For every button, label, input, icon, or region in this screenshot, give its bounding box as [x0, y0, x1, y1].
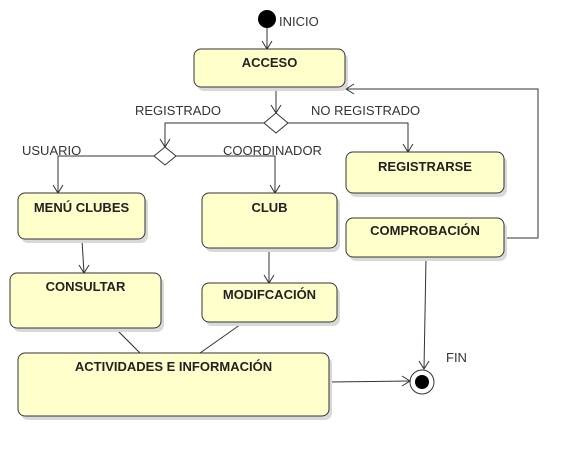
end-node — [409, 369, 435, 395]
arrowhead — [418, 360, 430, 370]
edge-modificacion-actividades — [199, 321, 245, 354]
guard-registrado: REGISTRADO — [135, 103, 221, 118]
end-label: FIN — [446, 350, 467, 365]
activity-comprobacion: COMPROBACIÓN — [345, 217, 507, 261]
activity-menu-clubes-label: MENÚ CLUBES — [34, 200, 130, 215]
activity-acceso-label: ACCESO — [242, 55, 298, 70]
activity-club-label: CLUB — [251, 200, 287, 215]
activity-actividades: ACTIVIDADES E INFORMACIÓN — [17, 352, 332, 420]
activity-consultar: CONSULTAR — [9, 272, 164, 332]
activity-modificacion: MODIFCACIÓN — [201, 282, 340, 326]
decision-role — [153, 146, 177, 166]
activity-actividades-label: ACTIVIDADES E INFORMACIÓN — [75, 359, 272, 374]
edge-decision1-decision2 — [164, 122, 264, 147]
activity-menu-clubes: MENÚ CLUBES — [17, 192, 148, 243]
guard-no-registrado: NO REGISTRADO — [311, 103, 420, 118]
activity-acceso: ACCESO — [193, 48, 348, 91]
start-label: INICIO — [279, 14, 319, 29]
activity-comprobacion-label: COMPROBACIÓN — [370, 223, 480, 238]
activity-registrarse-label: REGISTRARSE — [378, 159, 472, 174]
edge-decision2-club — [176, 155, 276, 193]
guard-coordinador: COORDINADOR — [223, 143, 322, 158]
arrowhead — [345, 83, 355, 95]
edge-actividades-fin — [328, 380, 411, 383]
edges — [57, 28, 539, 383]
edge-menu-consultar — [81, 239, 85, 274]
edge-comprobacion-acceso — [346, 88, 539, 239]
activity-consultar-label: CONSULTAR — [46, 279, 126, 294]
edge-consultar-actividades — [114, 327, 141, 354]
activity-club: CLUB — [201, 192, 340, 252]
edge-comprobacion-fin — [423, 257, 427, 370]
activity-registrarse: REGISTRARSE — [345, 151, 507, 197]
edge-decision1-registrarse — [288, 122, 409, 152]
start-node — [258, 10, 276, 28]
guard-usuario: USUARIO — [22, 143, 81, 158]
edge-decision2-menu — [57, 155, 154, 193]
decision-registered — [263, 112, 289, 134]
activity-modificacion-label: MODIFCACIÓN — [223, 287, 316, 302]
